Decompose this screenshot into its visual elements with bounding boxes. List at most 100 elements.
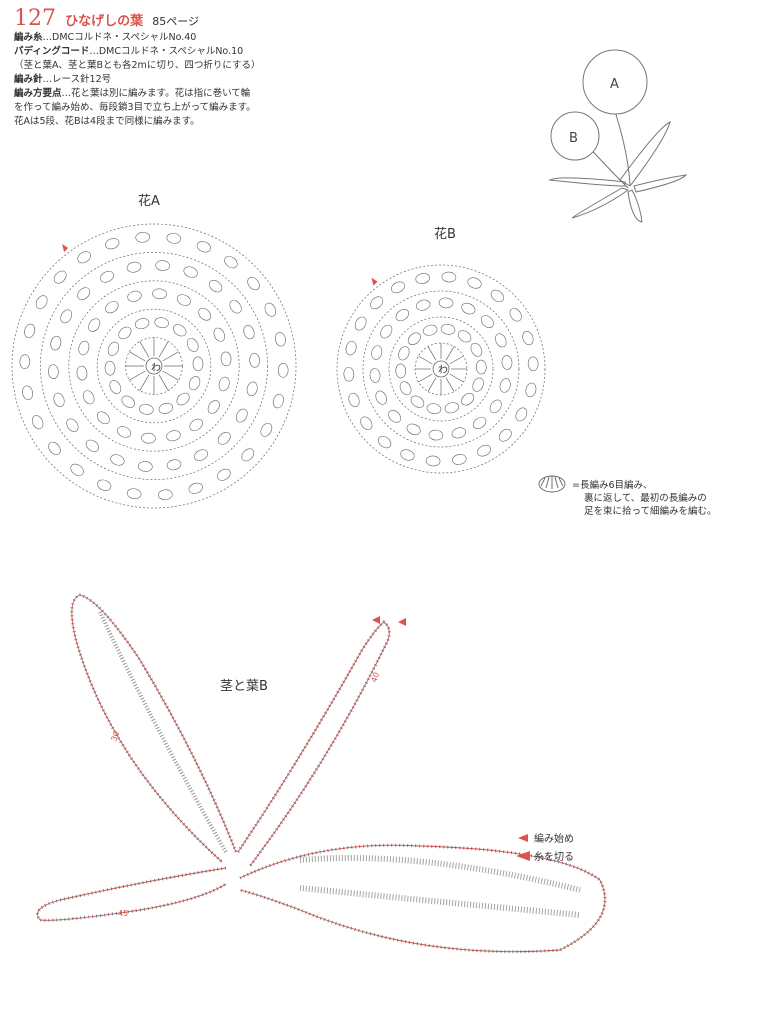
cluster-stitch xyxy=(220,351,232,367)
cluster-stitch xyxy=(391,281,405,294)
cluster-stitch xyxy=(398,346,410,361)
leaf-row-number: 45 xyxy=(118,909,128,918)
cluster-stitch xyxy=(264,302,277,317)
chain-ring xyxy=(11,223,297,509)
info-value: …DMCコルドネ・スペシャルNo.40 xyxy=(42,32,197,43)
cut-arrow-icon xyxy=(398,618,406,626)
cluster-stitch xyxy=(441,271,457,283)
pattern-number: 127 xyxy=(14,6,56,31)
info-value: を作って編み始め、毎段鎖3目で立ち上がって編みます。 xyxy=(14,102,256,113)
cluster-stitch xyxy=(82,390,95,405)
cluster-stitch xyxy=(480,315,494,328)
cluster-stitch xyxy=(515,407,528,422)
stitch-spoke xyxy=(449,355,464,365)
cluster-stitch xyxy=(188,482,203,494)
info-line: （茎と葉A、茎と葉Bとも各2mに切り、四つ折りにする） xyxy=(14,59,514,73)
cluster-stitch xyxy=(50,335,62,351)
cluster-stitch xyxy=(247,277,260,291)
stitch-spoke xyxy=(418,355,433,365)
mini-leaf xyxy=(627,189,643,223)
cluster-stitch xyxy=(467,277,482,289)
stem-leaf-label: 茎と葉B xyxy=(220,679,268,694)
cluster-stitch xyxy=(369,368,381,383)
cluster-stitch xyxy=(53,270,67,284)
cluster-stitch xyxy=(105,238,120,250)
cluster-stitch xyxy=(525,382,537,398)
leaf-row-number: 40 xyxy=(369,671,381,684)
stitch-spoke xyxy=(158,341,169,358)
cluster-stitch xyxy=(85,439,100,452)
cluster-stitch xyxy=(19,354,31,369)
stitch-spoke xyxy=(158,374,169,391)
cluster-stitch xyxy=(343,366,355,382)
mini-label-a: A xyxy=(610,77,619,92)
stitch-spoke xyxy=(445,346,455,361)
cluster-stitch xyxy=(135,231,150,243)
cluster-stitch xyxy=(77,251,91,264)
cluster-stitch xyxy=(107,341,120,356)
cluster-stitch xyxy=(194,449,208,461)
flower-b-center: わ xyxy=(438,364,448,376)
cluster-stitch xyxy=(501,355,513,370)
cluster-stitch xyxy=(470,342,483,357)
info-line: 編み方要点…花と葉は別に編みます。花は指に巻いて輪 xyxy=(14,87,514,101)
cluster-stitch xyxy=(35,295,48,310)
cluster-stitch xyxy=(110,454,125,466)
info-line: 編み針…レース針12号 xyxy=(14,73,514,87)
legend-cut: 糸を切る xyxy=(534,851,574,863)
start-arrow-icon xyxy=(62,243,69,252)
cluster-stitch xyxy=(522,330,534,346)
cluster-stitch xyxy=(499,378,511,393)
cluster-stitch xyxy=(472,377,484,392)
cluster-stitch xyxy=(415,299,431,311)
cluster-stitch xyxy=(489,399,502,414)
cluster-stitch xyxy=(399,381,412,396)
cluster-stitch xyxy=(158,489,173,501)
mini-leaf xyxy=(619,121,671,187)
stitch-spoke xyxy=(427,377,437,392)
cluster-stitch xyxy=(109,380,122,394)
cluster-stitch xyxy=(186,338,199,352)
cluster-stitch xyxy=(452,454,467,465)
cluster-stitch xyxy=(371,345,383,360)
cluster-stitch xyxy=(415,273,430,284)
cluster-stitch xyxy=(139,403,154,415)
cluster-stitch xyxy=(275,332,286,347)
center-ring xyxy=(432,360,450,378)
cluster-stitch xyxy=(152,288,167,300)
flower-a-label: 花A xyxy=(138,193,160,209)
cluster-stitch xyxy=(388,410,402,423)
cluster-stitch xyxy=(166,430,181,442)
cluster-stitch xyxy=(88,318,101,332)
cluster-stitch xyxy=(229,300,242,314)
cluster-stitch xyxy=(104,360,116,376)
cluster-stitch xyxy=(66,418,79,432)
mini-flower-b xyxy=(550,111,600,161)
cluster-stitch xyxy=(527,356,539,372)
center-ring xyxy=(145,357,163,375)
stem-leaf-chart xyxy=(36,593,607,954)
cluster-stitch xyxy=(348,392,360,408)
cluster-stitch xyxy=(97,479,112,491)
title-row: 127 ひなげしの葉 85ページ xyxy=(14,6,514,31)
cluster-stitch xyxy=(155,260,170,271)
chain-ring xyxy=(96,308,212,424)
cluster-stitch xyxy=(360,416,373,430)
stitch-spoke xyxy=(162,351,179,362)
cluster-stitch xyxy=(105,301,119,314)
mini-label-b: B xyxy=(569,131,578,146)
pattern-title: ひなげしの葉 xyxy=(65,14,144,29)
stitch-row xyxy=(299,885,581,918)
cut-arrow-icon xyxy=(516,851,530,861)
cluster-stitch xyxy=(183,266,198,278)
stitch-spoke xyxy=(129,370,146,381)
cluster-stitch xyxy=(440,323,456,335)
start-arrow-icon xyxy=(371,277,378,286)
cluster-stitch xyxy=(208,280,223,293)
cluster-stitch xyxy=(426,403,442,415)
cluster-stitch xyxy=(400,449,415,461)
cluster-stitch xyxy=(126,488,142,500)
cluster-stitch xyxy=(70,463,84,476)
leaf-outline xyxy=(237,621,390,867)
